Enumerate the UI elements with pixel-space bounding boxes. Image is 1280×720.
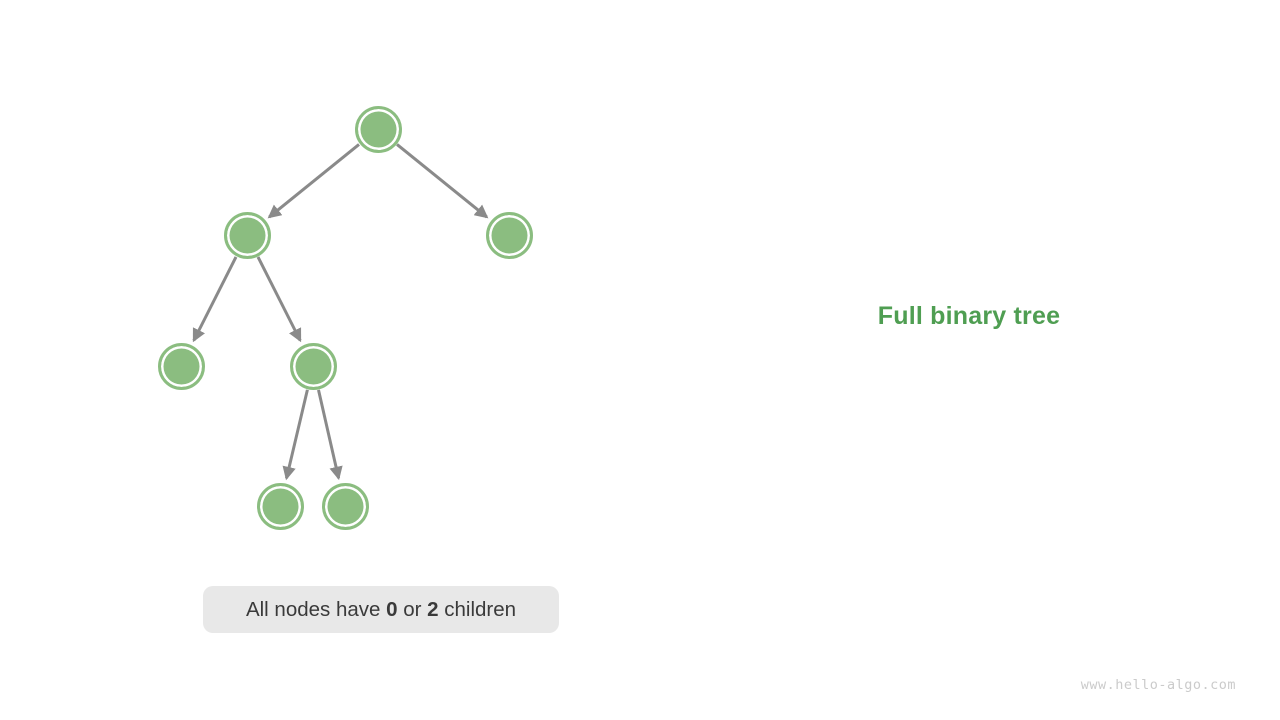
tree-edge-l-ll bbox=[192, 256, 238, 343]
tree-node-ll bbox=[157, 342, 205, 390]
caption-bold-zero: 0 bbox=[386, 598, 398, 621]
tree-edge-root-r bbox=[396, 143, 489, 219]
tree-node-l bbox=[223, 211, 271, 259]
tree-node-root bbox=[354, 105, 402, 153]
tree-node-lr bbox=[289, 342, 337, 390]
tree-edge-lr-lrr bbox=[317, 389, 343, 481]
tree-edge-lr-lrl bbox=[282, 389, 309, 481]
watermark: www.hello-algo.com bbox=[1080, 677, 1236, 693]
caption-text-prefix: All nodes have bbox=[245, 598, 387, 621]
caption-text-suffix: children bbox=[438, 598, 517, 621]
tree-node-r bbox=[485, 211, 533, 259]
tree-node-lrr bbox=[321, 482, 369, 530]
tree-edge-root-l bbox=[267, 143, 360, 219]
tree-node-lrl bbox=[256, 482, 304, 530]
caption-text-middle: or bbox=[397, 598, 428, 621]
caption-bold-two: 2 bbox=[427, 598, 439, 621]
caption-badge: All nodes have 0 or 2 children bbox=[203, 586, 559, 633]
diagram-title: Full binary tree bbox=[877, 302, 1061, 330]
tree-edge-l-lr bbox=[256, 256, 302, 343]
